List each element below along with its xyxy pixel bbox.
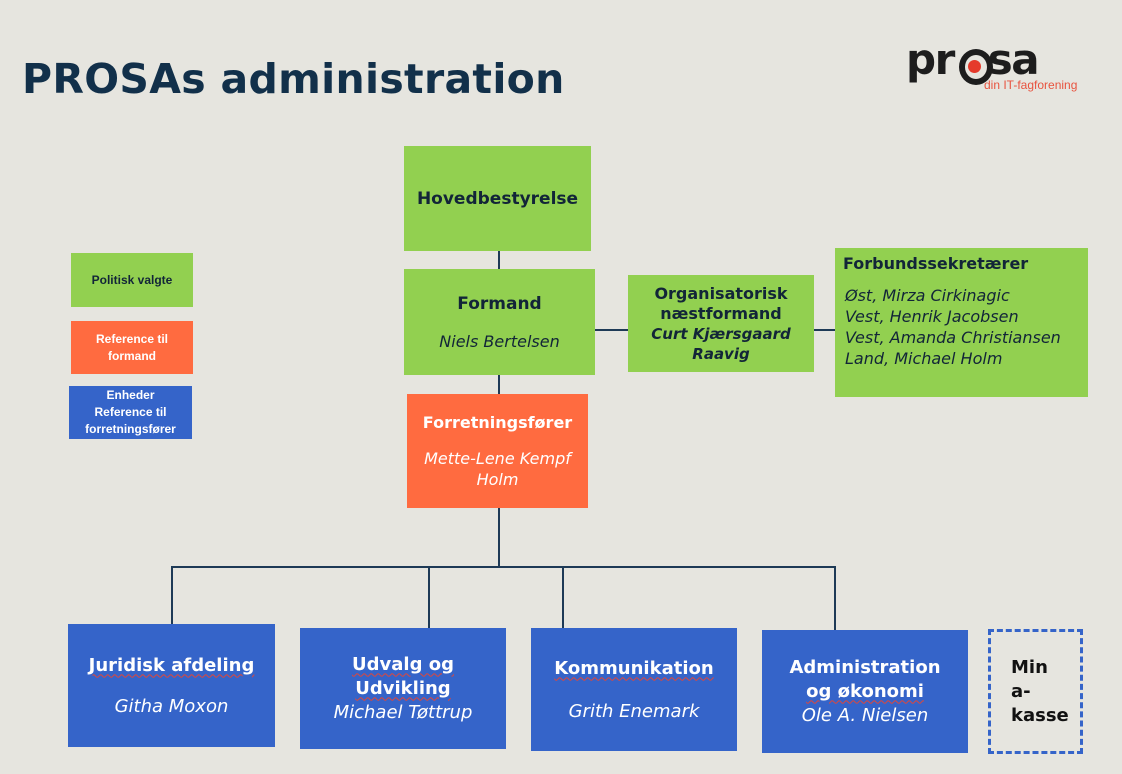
unit-committees-title-line1: Udvalg og (352, 653, 454, 675)
chair-name: Niels Bertelsen (439, 331, 560, 351)
manager-name-line1: Mette-Lene Kempf (424, 448, 571, 468)
secretaries-title: Forbundssekretærer (843, 254, 1029, 273)
connector-chair-vice (595, 329, 629, 331)
legend-reference-chair-line1: Reference til (95, 331, 169, 346)
unit-communication-head: Grith Enemark (568, 700, 700, 722)
legend-units-line1: Enheder (106, 388, 155, 402)
secretary-item: Øst, Mirza Cirkinagic (845, 286, 1010, 305)
connector-horizontal-bus (171, 566, 836, 568)
vice-name-line2: Raavig (692, 344, 750, 363)
mina-line1: Min (1011, 656, 1048, 678)
unit-administration-title-line1: Administration (789, 656, 941, 678)
legend-units-line2: Reference til (94, 405, 167, 419)
logo-tagline: din IT-fagforening (984, 78, 1078, 92)
logo-word-right: sa (987, 35, 1040, 84)
manager-name-line2: Holm (476, 469, 519, 489)
connector-chair-manager (498, 374, 500, 395)
secretaries-box: Forbundssekretærer Øst, Mirza Cirkinagic… (835, 248, 1088, 397)
unit-committees-title-line2: Udvikling (355, 677, 451, 699)
unit-administration-head: Ole A. Nielsen (801, 704, 929, 726)
legend-political-label: Politisk valgte (91, 272, 173, 287)
legend-reference-chair: Reference til formand (71, 321, 193, 374)
vice-name-line1: Curt Kjærsgaard (651, 324, 791, 343)
manager-title: Forretningsfører (422, 412, 573, 432)
connector-unit-2 (428, 566, 430, 628)
connector-vice-secretaries (813, 329, 836, 331)
board-box: Hovedbestyrelse (404, 146, 591, 251)
vice-title-line1: Organisatorisk (654, 283, 788, 303)
unit-committees-head: Michael Tøttrup (333, 701, 473, 723)
vice-title-line2: næstformand (660, 303, 782, 323)
manager-box: Forretningsfører Mette-Lene Kempf Holm (407, 394, 588, 508)
connector-unit-1 (171, 566, 173, 624)
connector-board-chair (498, 250, 500, 270)
unit-communication-title: Kommunikation (554, 657, 714, 679)
unit-legal-head: Githa Moxon (114, 695, 229, 717)
logo-word-left: pr (906, 35, 955, 84)
secretary-item: Land, Michael Holm (845, 349, 1003, 368)
connector-manager-trunk (498, 507, 500, 568)
mina-box: Min a- kasse (988, 629, 1083, 754)
legend-units: Enheder Reference til forretningsfører (69, 386, 192, 439)
chair-title: Formand (457, 293, 542, 314)
unit-committees: Udvalg og Udvikling Michael Tøttrup (300, 628, 506, 749)
vice-chair-box: Organisatorisk næstformand Curt Kjærsgaa… (628, 275, 814, 372)
secretary-item: Vest, Amanda Christiansen (845, 328, 1061, 347)
logo-red-dot-icon (968, 60, 981, 73)
connector-unit-4 (834, 566, 836, 630)
unit-administration: Administration og økonomi Ole A. Nielsen (762, 630, 968, 753)
unit-legal: Juridisk afdeling Githa Moxon (68, 624, 275, 747)
page-title: PROSAs administration (22, 55, 565, 103)
unit-communication: Kommunikation Grith Enemark (531, 628, 737, 751)
logo-o-ring (959, 49, 993, 85)
legend-political-elected: Politisk valgte (71, 253, 193, 307)
board-title: Hovedbestyrelse (416, 188, 579, 209)
connector-unit-3 (562, 566, 564, 628)
secretary-item: Vest, Henrik Jacobsen (845, 307, 1019, 326)
legend-reference-chair-line2: formand (108, 348, 156, 363)
secretaries-list: Øst, Mirza Cirkinagic Vest, Henrik Jacob… (843, 285, 1088, 369)
legend-units-line3: forretningsfører (85, 422, 176, 436)
chair-box: Formand Niels Bertelsen (404, 269, 595, 375)
mina-line2: a- (1011, 680, 1031, 702)
unit-administration-title-line2: og økonomi (806, 680, 924, 702)
unit-legal-title: Juridisk afdeling (88, 654, 255, 676)
mina-line3: kasse (1011, 704, 1069, 726)
